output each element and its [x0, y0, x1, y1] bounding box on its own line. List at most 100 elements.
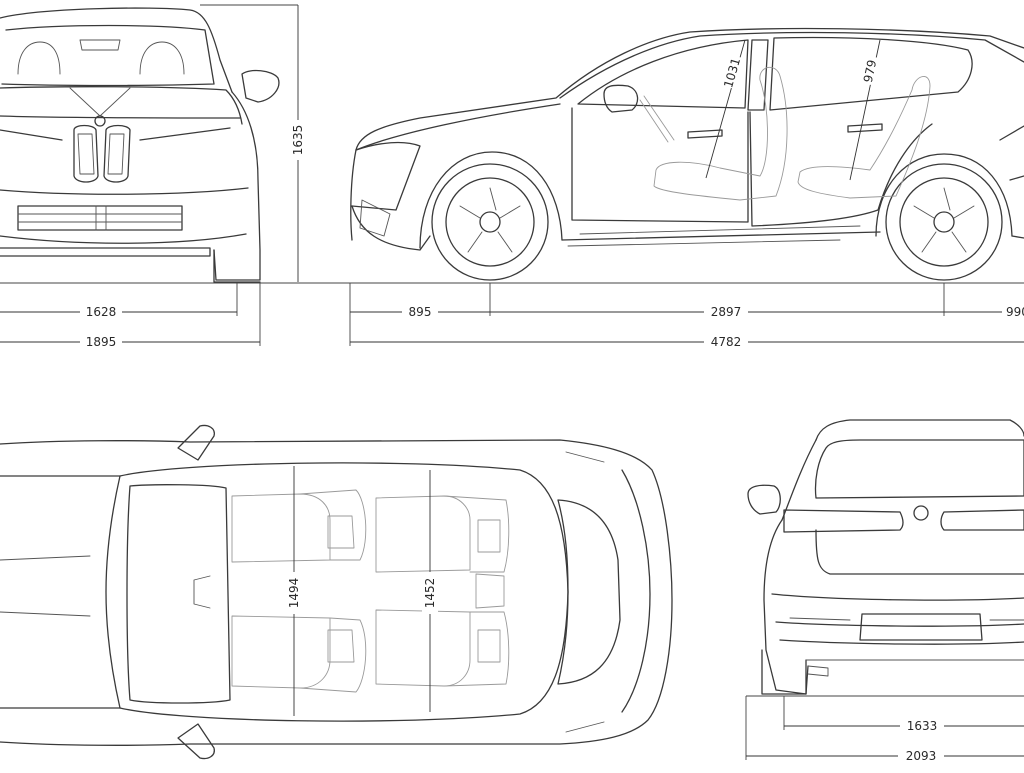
rear-width-label-bg [898, 748, 944, 764]
rear-track-label-bg [900, 718, 944, 734]
side-rocker [561, 231, 881, 241]
side-wheelbase-label-bg [704, 304, 748, 320]
front-body-right [213, 91, 261, 281]
rear-bumper [771, 593, 1024, 645]
side-b-pillar [747, 39, 769, 111]
front-width-label: 1895 [86, 335, 117, 349]
rear-diffuser [859, 613, 983, 641]
top-front-seat-right [375, 609, 471, 687]
top-front-seat-backs [443, 495, 510, 687]
side-rear-overhang-label: 990 [1006, 305, 1024, 319]
side-rear-headroom-label-bg [857, 54, 879, 86]
front-logo-icon [94, 115, 106, 127]
front-hood [0, 86, 243, 125]
front-view: 1635 1628 1895 [0, 4, 1024, 350]
rear-reflectors [789, 617, 1024, 621]
side-rear-window [769, 36, 973, 111]
front-grille-left [73, 124, 99, 183]
front-height-label-bg [290, 120, 306, 160]
front-windshield [1, 24, 215, 87]
front-headrest-left [17, 41, 61, 75]
top-rear-shoulder-label: 1452 [423, 578, 437, 609]
side-rear-spokes [913, 187, 975, 253]
side-rear-arch [875, 153, 1013, 237]
rear-roof [815, 419, 1024, 441]
rear-width-label: 2093 [906, 749, 937, 763]
top-front-shoulder-label: 1494 [287, 578, 301, 609]
rear-tail-lights [783, 509, 1024, 533]
side-rear-door [749, 111, 933, 227]
side-length-label: 4782 [711, 335, 742, 349]
top-center-console [475, 573, 505, 609]
front-skirt [0, 233, 247, 244]
side-rocker-trim [567, 225, 861, 247]
side-rear-headroom-label: 979 [861, 59, 879, 84]
side-front-arch [419, 151, 563, 249]
rear-body-left [763, 519, 809, 695]
side-front-hub [479, 211, 501, 233]
top-front-seat-left [375, 495, 471, 573]
top-hood [621, 469, 651, 713]
side-front-headroom-label-bg [717, 53, 743, 89]
rear-logo-icon [913, 505, 929, 521]
front-fascia [0, 115, 241, 119]
side-front-intake [359, 199, 391, 237]
side-mirror [603, 84, 639, 113]
top-rear-glass [0, 475, 121, 709]
top-rear-glass-inner [0, 555, 91, 617]
rear-side-mirror [747, 484, 781, 515]
side-front-bumper [351, 205, 431, 251]
top-rear-seat-right [231, 615, 331, 689]
side-front-overhang-label-bg [402, 304, 438, 320]
side-front-fascia [351, 141, 421, 211]
top-headrests [327, 515, 501, 663]
front-light-strip [0, 127, 231, 141]
side-rear-hub [933, 211, 955, 233]
front-grille-right-inner [107, 133, 125, 175]
side-rear-bumper [999, 125, 1024, 239]
side-front-overhang-label: 895 [409, 305, 432, 319]
side-rear-overhang-label-bg [1002, 304, 1024, 320]
rear-underside [805, 659, 1024, 677]
front-intake-slats [17, 205, 183, 231]
front-side-mirror [241, 69, 280, 103]
side-rear-rim [899, 177, 989, 267]
side-rear-tire [885, 163, 1003, 281]
front-track-label-bg [80, 304, 122, 320]
front-underside [0, 247, 211, 257]
side-roofline [559, 31, 1024, 99]
front-width-label-bg [80, 334, 122, 350]
side-body-outline [350, 27, 1024, 241]
top-view: 1494 1452 [0, 424, 673, 760]
top-rear-seat-left [231, 493, 331, 563]
side-wheelbase-label: 2897 [711, 305, 742, 319]
top-body-outline [0, 439, 673, 746]
front-grille-right [103, 124, 131, 183]
front-height-label: 1635 [291, 125, 305, 156]
top-rear-seat-backs [299, 489, 367, 693]
side-front-spokes [459, 187, 521, 253]
front-track-label: 1628 [86, 305, 117, 319]
side-hood-line [355, 103, 561, 151]
rear-track-label: 1633 [907, 719, 938, 733]
side-view: 1031 979 895 2897 990 4782 [349, 27, 1024, 350]
front-hood-vee [69, 87, 131, 117]
front-grille-left-inner [77, 133, 95, 175]
top-rear-deck [126, 484, 231, 704]
side-length-label-bg [704, 334, 748, 350]
side-rear-seat [797, 76, 931, 199]
front-roof-outline [0, 7, 233, 93]
side-front-seat [653, 66, 788, 201]
rear-tire-left [761, 649, 807, 695]
top-rear-notch [193, 575, 211, 609]
side-front-rim [445, 177, 535, 267]
side-front-door [571, 107, 749, 223]
side-front-window [577, 39, 749, 109]
side-front-tire [431, 163, 549, 281]
front-mirror-inner [79, 39, 121, 51]
side-front-handle [687, 129, 723, 139]
side-steering [639, 95, 675, 143]
top-cabin-outline [119, 462, 569, 722]
